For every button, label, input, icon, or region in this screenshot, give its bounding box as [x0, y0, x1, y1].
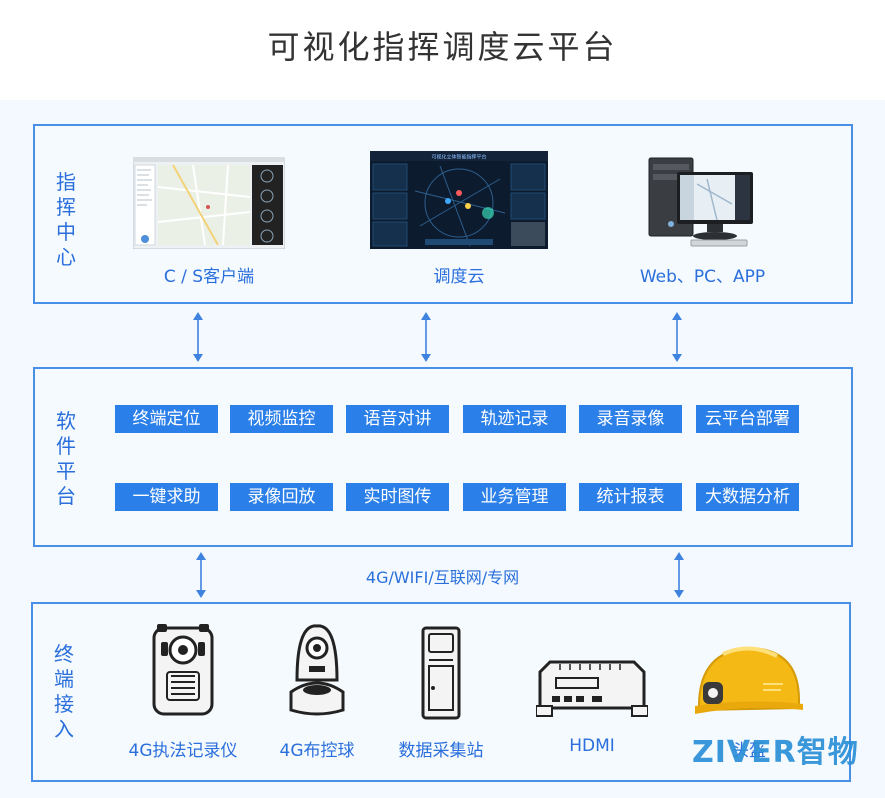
dome-camera-icon — [285, 622, 349, 718]
helmet-icon — [693, 644, 805, 720]
feature-big-data-analysis: 大数据分析 — [696, 483, 799, 511]
dispatch-cloud-caption: 调度云 — [433, 267, 485, 287]
feature-statistics-report: 统计报表 — [579, 483, 682, 511]
dispatch-screen-title: 可视化立体智能指挥平台 — [431, 154, 486, 161]
double-arrow-icon — [421, 312, 431, 362]
feature-playback: 录像回放 — [230, 483, 333, 511]
feature-video-monitoring: 视频监控 — [230, 405, 333, 433]
hdmi-box-icon — [535, 652, 649, 720]
command-center-label: 指挥中心 — [56, 170, 76, 269]
feature-business-management: 业务管理 — [463, 483, 566, 511]
terminal-access-label: 终端接入 — [54, 642, 74, 741]
helmet-caption: 头盔 — [732, 741, 766, 761]
software-platform-label: 软件平台 — [56, 409, 76, 508]
double-arrow-icon — [672, 312, 682, 362]
network-label: 4G/WIFI/互联网/专网 — [365, 568, 520, 587]
body-camera-caption: 4G执法记录仪 — [128, 741, 238, 761]
feature-track-record: 轨迹记录 — [463, 405, 566, 433]
brand-watermark: ZIVER智物 — [692, 735, 859, 770]
double-arrow-icon — [196, 552, 206, 598]
web-pc-app-caption: Web、PC、APP — [639, 267, 766, 287]
data-station-icon — [421, 626, 461, 720]
dispatch-cloud-screenshot: 可视化立体智能指挥平台 — [370, 151, 548, 249]
feature-live-transmission: 实时图传 — [346, 483, 449, 511]
double-arrow-icon — [193, 312, 203, 362]
dome-camera-caption: 4G布控球 — [279, 741, 355, 761]
feature-audio-video-record: 录音录像 — [579, 405, 682, 433]
command-center-panel: 指挥中心 C / — [33, 124, 853, 304]
computer-icon — [647, 154, 757, 250]
cs-client-caption: C / S客户端 — [163, 267, 255, 287]
software-platform-panel: 软件平台 终端定位 视频监控 语音对讲 轨迹记录 录音录像 云平台部署 一键求助… — [33, 367, 853, 547]
feature-voice-intercom: 语音对讲 — [346, 405, 449, 433]
cs-client-screenshot — [132, 156, 286, 250]
page-title: 可视化指挥调度云平台 — [267, 28, 618, 66]
feature-sos: 一键求助 — [115, 483, 218, 511]
feature-cloud-deployment: 云平台部署 — [696, 405, 799, 433]
data-station-caption: 数据采集站 — [398, 741, 484, 761]
hdmi-caption: HDMI — [569, 736, 615, 756]
double-arrow-icon — [674, 552, 684, 598]
body-camera-icon — [151, 624, 215, 718]
terminal-access-panel: 终端接入 4G执法记录仪 4G布控球 — [31, 602, 851, 782]
feature-terminal-location: 终端定位 — [115, 405, 218, 433]
